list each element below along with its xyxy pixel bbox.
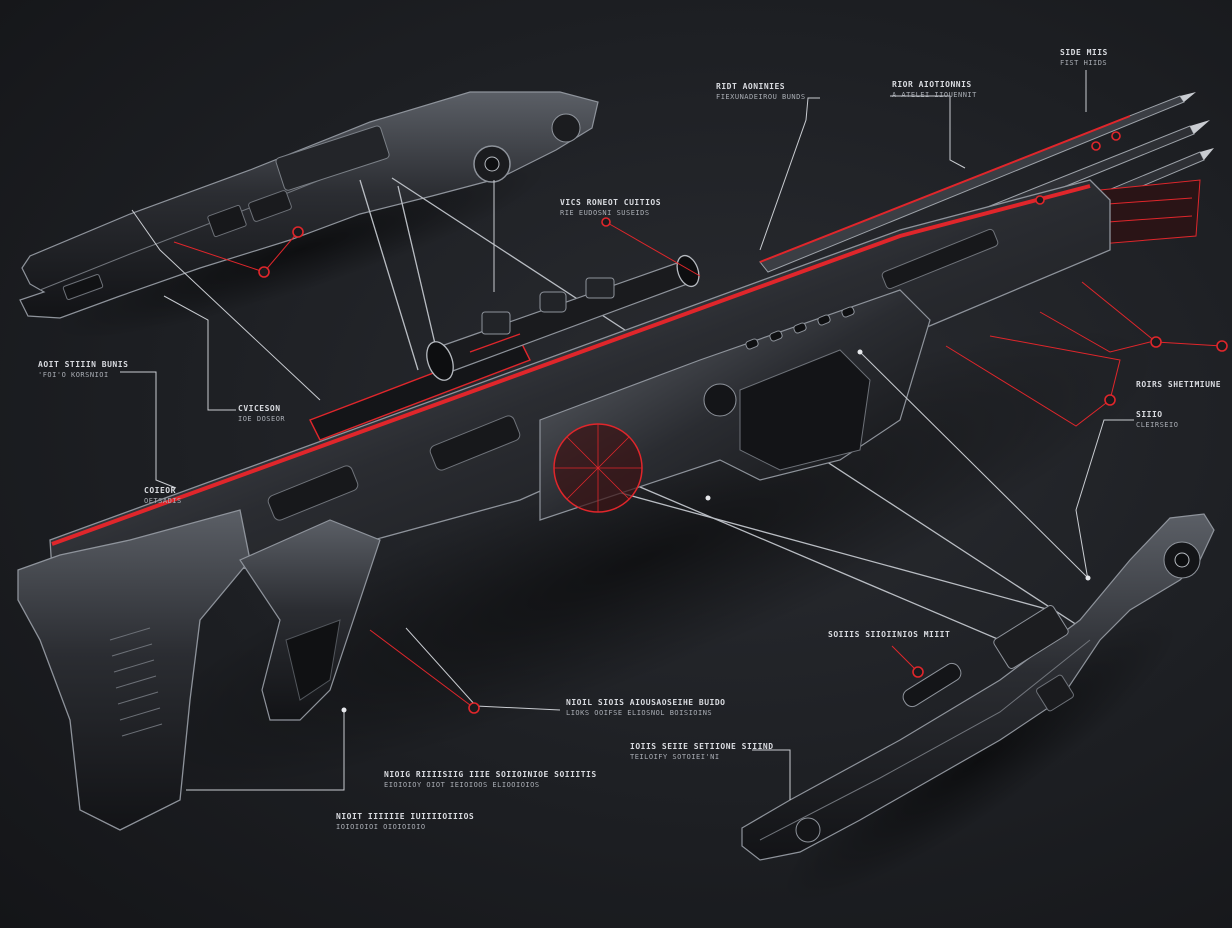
callout-label: NIOIL SIOIS AIOUSAOSEIHE BUIDO LIOKS OOI…: [566, 698, 726, 718]
callout-title: AOIT STIIIN BUNIS: [38, 360, 129, 369]
callout-subtitle: EIOIOIOY OIOT IEIOIOOS ELIOOIOIOS: [384, 781, 540, 789]
lower-limb: [741, 513, 1215, 861]
callout-subtitle: ClEIRSEIO: [1136, 421, 1179, 429]
callout-subtitle: OETSADIS: [144, 497, 182, 505]
callout-subtitle: FIEXUNADEIROU BUNDS: [716, 93, 806, 101]
callout-subtitle: IOE DOSEOR: [238, 415, 286, 423]
callout-label: COIEOR OETSADIS: [144, 486, 182, 506]
callout-title: SIIIO: [1136, 410, 1163, 419]
callout-title: SIDE MIIS: [1060, 48, 1108, 57]
callout-title: COIEOR: [144, 486, 176, 495]
callout-title: SOIIIS SIIOIINIOS MIIIT: [828, 630, 951, 639]
callout-title: RIOR AIOTIONNIS: [892, 80, 972, 89]
callout-subtitle: FIST HIIDS: [1060, 59, 1108, 67]
callout-label: RIDT AONINIES FIEXUNADEIROU BUNDS: [716, 82, 806, 102]
callout-subtitle: IOIOIOIOI OIOIOIOIO: [336, 823, 426, 831]
callout-title: NIOIG RIIIISIIG IIIE SOIIOINIOE SOIIITIS: [384, 770, 597, 779]
callout-title: NIOIT IIIIIIE IUIIIIOIIIOS: [336, 812, 475, 821]
crossbow-body: [17, 179, 1111, 831]
callout-title: NIOIL SIOIS AIOUSAOSEIHE BUIDO: [566, 698, 726, 707]
callout-label: RIOR AIOTIONNIS A ATELEI IIOUENNIT: [892, 80, 977, 100]
cocking-wheel: [553, 423, 643, 513]
callout-subtitle: LIOKS OOIFSE ELIOSNOL BOISIOINS: [566, 709, 713, 717]
leader-lines: [120, 70, 1223, 800]
callout-subtitle: TEILOIFY SOTOIEI'NI: [630, 753, 720, 761]
callout-title: IOIIS SEIIE SETIIONE SIIIND: [630, 742, 774, 751]
callout-label: NIOIT IIIIIIE IUIIIIOIIIOS IOIOIOIOI OIO…: [336, 812, 474, 832]
callout-label: AOIT STIIIN BUNIS 'FOI'O KORSNIOI: [38, 360, 128, 380]
callout-subtitle: 'FOI'O KORSNIOI: [38, 371, 109, 379]
callout-title: ViCS RONEOT CUITIOS: [560, 198, 662, 207]
callout-subtitle: A ATELEI IIOUENNIT: [892, 91, 977, 99]
callout-label: IOIIS SEIIE SETIIONE SIIIND TEILOIFY SOT…: [630, 742, 774, 762]
callout-title: CVICESON: [238, 404, 281, 413]
scope: [426, 254, 700, 381]
callout-title: ROIRS SHETIMIUNE: [1136, 380, 1222, 389]
upper-limb: [19, 91, 599, 319]
callout-label: SOIIIS SIIOIINIOS MIIIT: [828, 630, 950, 640]
callout-label: CVICESON IOE DOSEOR: [238, 404, 285, 424]
callout-label: SIIIO ClEIRSEIO: [1136, 410, 1178, 430]
callout-label: ROIRS SHETIMIUNE: [1136, 380, 1221, 390]
callout-markers: [258, 131, 1228, 714]
callout-subtitle: RIE EUDOSNI SUSEIDS: [560, 209, 650, 217]
callout-label: ViCS RONEOT CUITIOS RIE EUDOSNI SUSEIDS: [560, 198, 661, 218]
callout-label: SIDE MIIS FIST HIIDS: [1060, 48, 1108, 68]
callout-title: RIDT AONINIES: [716, 82, 786, 91]
callout-label: NIOIG RIIIISIIG IIIE SOIIOINIOE SOIIITIS…: [384, 770, 597, 790]
